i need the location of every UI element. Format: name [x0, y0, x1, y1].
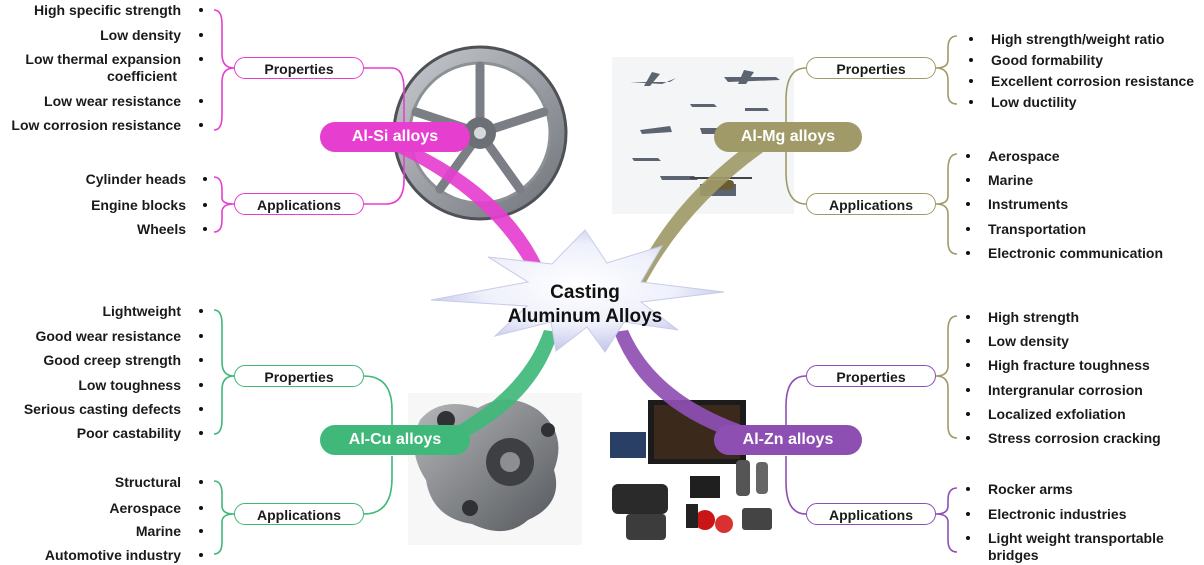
almg-property: Low ductility [991, 94, 1077, 110]
alzn-application-continued: bridges [988, 547, 1039, 563]
alzn-alloys-node: Al-Zn alloys [714, 425, 862, 455]
alsi-alloys-node: Al-Si alloys [320, 122, 470, 152]
alsi-property-continued: coefficient [106, 68, 177, 84]
alcu-application: Structural [114, 474, 181, 490]
bullet [966, 202, 970, 206]
alsi-property: Low thermal expansion [25, 51, 181, 67]
bullet [199, 431, 203, 435]
bullet [203, 177, 207, 181]
almg-arm [630, 136, 766, 290]
alzn-applications-box: Applications [806, 503, 936, 525]
alzn-properties-box: Properties [806, 365, 936, 387]
bullet [966, 251, 970, 255]
alsi-application: Engine blocks [91, 197, 186, 213]
bullet [199, 506, 203, 510]
alzn-property: Intergranular corrosion [988, 382, 1143, 398]
alcu-property: Poor castability [76, 425, 181, 441]
almg-property: Excellent corrosion resistance [991, 73, 1195, 89]
almg-application: Marine [988, 172, 1034, 188]
bullet [199, 99, 203, 103]
bullet [969, 79, 973, 83]
bullet [199, 57, 203, 61]
alcu-alloys-node: Al-Cu alloys [320, 425, 470, 455]
bullet [199, 407, 203, 411]
almg-property: Good formability [991, 52, 1103, 68]
almg-application: Aerospace [988, 148, 1060, 164]
central-topic-line-1: Casting [550, 282, 620, 303]
bullet [966, 154, 970, 158]
bullet [969, 100, 973, 104]
bullet [199, 334, 203, 338]
bullet [966, 227, 970, 231]
alcu-application: Automotive industry [44, 547, 181, 563]
alzn-application: Electronic industries [988, 506, 1127, 522]
almg-application: Transportation [988, 221, 1087, 237]
alsi-property: High specific strength [33, 2, 181, 18]
almg-properties-box: Properties [806, 57, 936, 79]
alcu-application: Aerospace [109, 500, 181, 516]
central-starburst [430, 229, 725, 353]
central-topic: Casting Aluminum Alloys [470, 281, 700, 329]
alsi-application: Cylinder heads [85, 171, 186, 187]
bullet [199, 383, 203, 387]
bullet [199, 358, 203, 362]
almg-application: Electronic communication [988, 245, 1164, 261]
bullet [203, 227, 207, 231]
alcu-applications-box: Applications [234, 503, 364, 525]
alcu-property: Serious casting defects [23, 401, 181, 417]
bullet [966, 363, 970, 367]
alcu-property: Low toughness [78, 377, 181, 393]
bullet [199, 309, 203, 313]
almg-application: Instruments [988, 196, 1069, 212]
bullet [966, 487, 970, 491]
bullet [966, 436, 970, 440]
bullet [199, 529, 203, 533]
alcu-application: Marine [135, 523, 181, 539]
alzn-property: High strength [988, 309, 1079, 325]
alzn-property: Stress corrosion cracking [988, 430, 1161, 446]
alsi-application: Wheels [136, 221, 186, 237]
alzn-application: Light weight transportable [988, 530, 1164, 546]
bullet [966, 536, 970, 540]
bullet [199, 123, 203, 127]
bullet [966, 388, 970, 392]
alsi-applications-box: Applications [234, 193, 364, 215]
bullet [966, 178, 970, 182]
bullet [199, 553, 203, 557]
bullet [966, 512, 970, 516]
alsi-property: Low wear resistance [44, 93, 181, 109]
alsi-properties-box: Properties [234, 57, 364, 79]
alzn-property: High fracture toughness [988, 357, 1150, 373]
almg-property: High strength/weight ratio [991, 31, 1165, 47]
alcu-property: Good wear resistance [35, 328, 181, 344]
bullet [199, 480, 203, 484]
almg-applications-box: Applications [806, 193, 936, 215]
bullet [969, 58, 973, 62]
alsi-property: Low corrosion resistance [11, 117, 181, 133]
alcu-property: Good creep strength [43, 352, 181, 368]
alcu-properties-box: Properties [234, 365, 364, 387]
alzn-property: Localized exfoliation [988, 406, 1126, 422]
bullet [199, 33, 203, 37]
bullet [203, 203, 207, 207]
alcu-property: Lightweight [102, 303, 181, 319]
bullet [969, 37, 973, 41]
bullet [199, 8, 203, 12]
bullet [966, 339, 970, 343]
cast-pump-housing-image [408, 393, 582, 545]
alzn-property: Low density [988, 333, 1069, 349]
alzn-application: Rocker arms [988, 481, 1073, 497]
bullet [966, 315, 970, 319]
bullet [966, 412, 970, 416]
almg-alloys-node: Al-Mg alloys [714, 122, 862, 152]
alsi-property: Low density [100, 27, 181, 43]
central-topic-line-2: Aluminum Alloys [507, 306, 663, 327]
